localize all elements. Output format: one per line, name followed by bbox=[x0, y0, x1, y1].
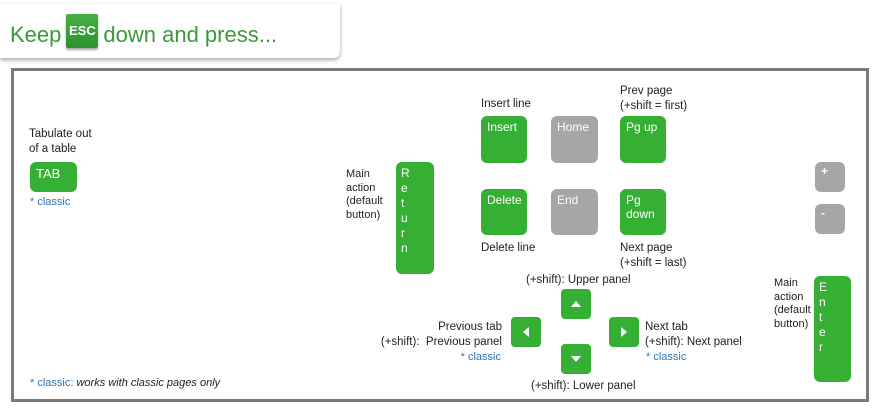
footnote-text: works with classic pages only bbox=[76, 377, 221, 389]
return-key: R e t u r n bbox=[396, 162, 434, 274]
arrow-down-icon bbox=[571, 356, 581, 362]
arrow-left-key bbox=[511, 317, 541, 347]
delete-key: Delete bbox=[481, 189, 527, 235]
tab-description: Tabulate out of a table bbox=[29, 128, 92, 155]
insert-key: Insert bbox=[481, 116, 527, 163]
insert-description: Insert line bbox=[481, 98, 531, 110]
pgdown-key: Pg down bbox=[620, 189, 666, 235]
home-key: Home bbox=[551, 116, 598, 163]
pgdown-description: Next page (+shift = last) bbox=[620, 242, 687, 269]
arrow-down-label: (+shift): Lower panel bbox=[531, 380, 636, 392]
header-suffix: down and press... bbox=[103, 22, 278, 47]
footnote-marker: * classic: bbox=[30, 377, 74, 389]
arrow-left-icon bbox=[523, 327, 529, 337]
classic-footnote: * classic: works with classic pages only bbox=[30, 377, 220, 389]
header-title: Keep ESC down and press... bbox=[10, 14, 278, 48]
header-prefix: Keep bbox=[10, 22, 62, 47]
arrow-left-classic-note: * classic bbox=[460, 351, 501, 363]
tab-classic-note: * classic bbox=[30, 196, 71, 208]
minus-key: - bbox=[815, 204, 845, 234]
return-description: Main action (default button) bbox=[346, 168, 383, 221]
arrow-right-key bbox=[609, 317, 639, 347]
arrow-up-key bbox=[561, 289, 591, 319]
plus-key: + bbox=[815, 162, 845, 192]
enter-key: E n t e r bbox=[814, 276, 851, 382]
shortcut-panel bbox=[11, 68, 869, 402]
arrow-up-label: (+shift): Upper panel bbox=[526, 274, 631, 286]
arrow-left-label: Previous tab (+shift): Previous panel bbox=[380, 321, 502, 348]
header-card: Keep ESC down and press... bbox=[0, 4, 340, 58]
arrow-right-classic-note: * classic bbox=[646, 351, 687, 363]
enter-description: Main action (default button) bbox=[774, 277, 811, 330]
delete-description: Delete line bbox=[481, 242, 536, 254]
arrow-up-icon bbox=[571, 301, 581, 307]
arrow-down-key bbox=[561, 344, 591, 374]
pgup-description: Prev page (+shift = first) bbox=[620, 85, 688, 112]
tab-key: TAB bbox=[30, 162, 77, 192]
end-key: End bbox=[551, 189, 598, 235]
pgup-key: Pg up bbox=[620, 116, 666, 163]
arrow-right-label: Next tab (+shift): Next panel bbox=[645, 321, 742, 348]
esc-key: ESC bbox=[66, 14, 99, 48]
arrow-right-icon bbox=[621, 327, 627, 337]
